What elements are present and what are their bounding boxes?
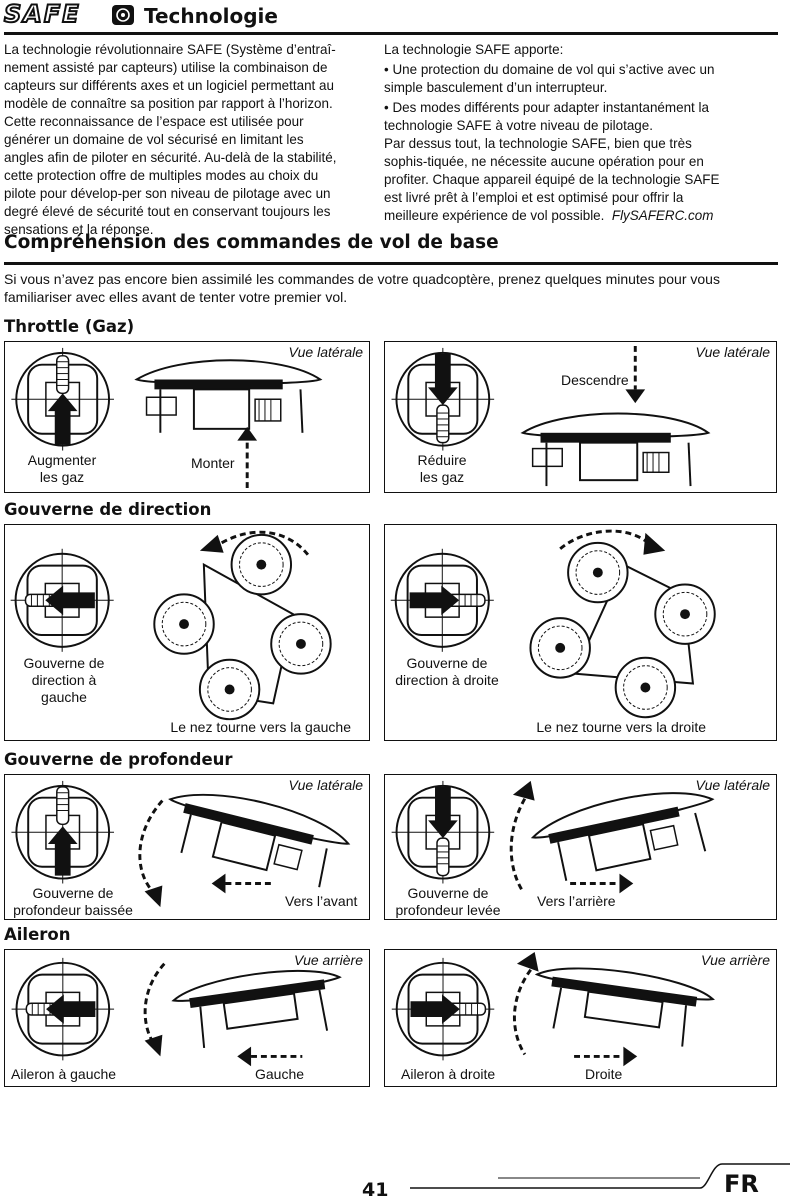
elevator-up-move-label: Vers l’arrière bbox=[537, 893, 616, 909]
move-right-arrow bbox=[623, 1046, 638, 1067]
aileron-left-stick-label: Aileron à gauche bbox=[11, 1066, 117, 1082]
elevator-title: Gouverne de profondeur bbox=[4, 750, 233, 769]
elevator-up-stick-label: Gouverne de profondeur levée bbox=[395, 885, 501, 918]
aileron-right-panel: Vue arrière Aileron à droite Droite bbox=[384, 949, 777, 1087]
rudder-right-illustration bbox=[390, 529, 716, 719]
roll-right-arrow bbox=[516, 951, 539, 972]
drone-side-icon bbox=[520, 412, 711, 487]
aileron-left-move-label: Gauche bbox=[255, 1066, 305, 1082]
stick-right-arrow bbox=[409, 585, 460, 616]
stick-grip-icon bbox=[436, 404, 450, 444]
throttle-up-view-label: Vue latérale bbox=[288, 344, 363, 360]
pitch-forward-arrow bbox=[144, 885, 163, 908]
aileron-left-view-label: Vue arrière bbox=[293, 952, 363, 968]
safe-logo: SAFE bbox=[3, 0, 138, 29]
elevator-up-view-label: Vue latérale bbox=[695, 777, 770, 793]
aileron-right-view-label: Vue arrière bbox=[700, 952, 770, 968]
intro-left-column: La technologie révolutionnaire SAFE (Sys… bbox=[4, 40, 346, 238]
stick-grip-icon bbox=[446, 593, 486, 607]
page-header: SAFE Technologie bbox=[0, 0, 790, 36]
stick-grip-icon bbox=[56, 786, 70, 826]
roll-left-arrow bbox=[144, 1034, 163, 1057]
safe-logo-text: SAFE bbox=[3, 0, 81, 29]
elevator-down-view-label: Vue latérale bbox=[288, 777, 363, 793]
rotate-left-arrow bbox=[199, 534, 224, 553]
stick-down-arrow bbox=[428, 353, 458, 406]
stick-up-arrow bbox=[47, 826, 78, 876]
language-tab: FR bbox=[724, 1170, 759, 1198]
drone-top-icon bbox=[153, 533, 332, 721]
header-rule bbox=[4, 32, 778, 35]
throttle-up-panel: Vue latérale Augmenter les gaz Monter bbox=[4, 341, 370, 493]
move-up-arrow bbox=[237, 426, 258, 441]
elevator-up-panel: Vue latérale Gouverne de profondeur levé… bbox=[384, 774, 777, 920]
rudder-right-stick-label: Gouverne de direction à droite bbox=[395, 655, 499, 688]
stick-grip-icon bbox=[55, 355, 70, 395]
rudder-left-illustration bbox=[10, 530, 332, 721]
throttle-up-move-label: Monter bbox=[191, 455, 235, 471]
rudder-left-stick-label: Gouverne de direction à gauche bbox=[23, 655, 105, 705]
rudder-right-panel: Gouverne de direction à droite Le nez to… bbox=[384, 524, 777, 741]
stick-left-arrow bbox=[46, 994, 96, 1024]
drone-tilted-back-icon bbox=[530, 792, 715, 881]
intro-right-lead: La technologie SAFE apporte: bbox=[384, 41, 564, 57]
aileron-title: Aileron bbox=[4, 925, 71, 944]
throttle-up-illustration bbox=[11, 347, 323, 489]
page-number: 41 bbox=[362, 1179, 389, 1201]
page-footer: 41 FR bbox=[0, 1150, 790, 1203]
intro-right-website: FlySAFERC.com bbox=[611, 207, 714, 223]
move-left-arrow bbox=[237, 1046, 252, 1067]
footer-tab-shape bbox=[410, 1163, 790, 1189]
aileron-left-illustration bbox=[11, 957, 342, 1067]
rudder-left-panel: Gouverne de direction à gauche Le nez to… bbox=[4, 524, 370, 741]
stick-grip-icon bbox=[436, 837, 450, 877]
stick-down-arrow bbox=[428, 786, 458, 839]
throttle-down-panel: Vue latérale Réduire les gaz Descendre bbox=[384, 341, 777, 493]
move-forward-arrow bbox=[211, 873, 226, 894]
drone-rear-rolled-icon bbox=[534, 967, 715, 1047]
safe-badge-icon bbox=[112, 5, 134, 25]
stick-right-arrow bbox=[410, 994, 460, 1024]
throttle-up-stick-label: Augmenter les gaz bbox=[27, 452, 97, 485]
aileron-left-panel: Vue arrière Aileron à gauche Gauche bbox=[4, 949, 370, 1087]
pitch-back-arrow bbox=[512, 780, 535, 801]
drone-side-icon bbox=[134, 359, 323, 433]
aileron-right-stick-label: Aileron à droite bbox=[401, 1066, 496, 1082]
throttle-down-illustration bbox=[391, 345, 711, 487]
throttle-down-view-label: Vue latérale bbox=[695, 344, 770, 360]
drone-rear-rolled-icon bbox=[171, 969, 342, 1049]
elevator-down-panel: Vue latérale Gouverne de profondeur bais… bbox=[4, 774, 370, 920]
page-title: Technologie bbox=[144, 4, 278, 28]
drone-tilted-forward-icon bbox=[168, 793, 351, 888]
elevator-down-illustration bbox=[11, 780, 351, 908]
rudder-left-move-label: Le nez tourne vers la gauche bbox=[170, 719, 351, 735]
elevator-down-move-label: Vers l’avant bbox=[285, 893, 358, 909]
intro-right-body: Par dessus tout, la technologie SAFE, bi… bbox=[384, 135, 720, 223]
stick-left-arrow bbox=[45, 585, 95, 616]
intro-right-column: La technologie SAFE apporte: • Une prote… bbox=[384, 40, 726, 226]
rotate-right-arrow bbox=[643, 532, 666, 555]
intro-right-bullet-2: • Des modes différents pour adapter inst… bbox=[384, 99, 709, 133]
aileron-right-move-label: Droite bbox=[585, 1066, 623, 1082]
elevator-up-illustration bbox=[391, 780, 715, 894]
intro-right-bullet-1: • Une protection du domaine de vol qui s… bbox=[384, 61, 715, 95]
drone-top-icon bbox=[529, 541, 716, 719]
move-backward-arrow bbox=[619, 873, 634, 894]
throttle-down-stick-label: Réduire les gaz bbox=[417, 452, 467, 485]
stick-up-arrow bbox=[47, 393, 78, 445]
elevator-down-stick-label: Gouverne de profondeur baissée bbox=[13, 885, 133, 918]
move-down-arrow bbox=[625, 389, 646, 404]
throttle-title: Throttle (Gaz) bbox=[4, 317, 135, 336]
rudder-title: Gouverne de direction bbox=[4, 500, 212, 519]
throttle-down-move-label: Descendre bbox=[561, 372, 629, 388]
section-title: Compréhension des commandes de vol de ba… bbox=[4, 232, 499, 253]
rudder-right-move-label: Le nez tourne vers la droite bbox=[536, 719, 706, 735]
aileron-right-illustration bbox=[391, 951, 715, 1067]
section-rule bbox=[4, 262, 778, 265]
section-intro: Si vous n’avez pas encore bien assimilé … bbox=[4, 271, 720, 305]
intro-left-text: La technologie révolutionnaire SAFE (Sys… bbox=[4, 41, 337, 237]
